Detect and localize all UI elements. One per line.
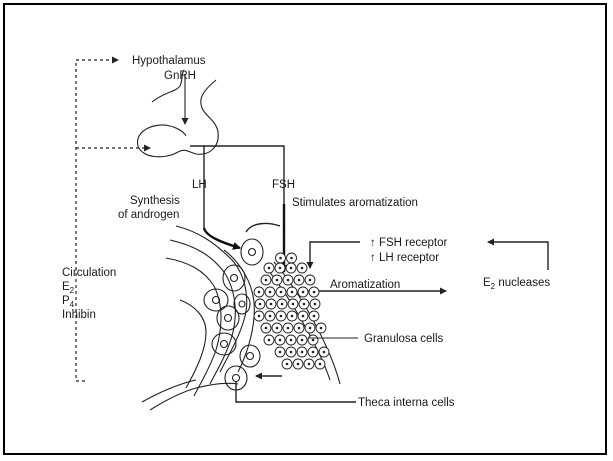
synthesis-label-line1: Synthesis — [130, 195, 180, 207]
granulosa-nucleus — [268, 267, 271, 270]
lh-label: LH — [192, 179, 207, 191]
granulosa-nucleus — [258, 291, 261, 294]
granulosa-nucleus — [292, 303, 295, 306]
granulosa-nucleus — [280, 291, 283, 294]
synthesis-label-line2: of androgen — [118, 209, 179, 221]
granulosa-nucleus — [313, 315, 316, 318]
granulosa-nucleus — [291, 291, 294, 294]
feedback-to-hypothalamus — [76, 60, 118, 381]
granulosa-nucleus — [270, 303, 273, 306]
granulosa-nucleus — [279, 339, 282, 342]
hypothalamus-label: Hypothalamus — [132, 55, 206, 67]
gnrh-label: GnRH — [164, 70, 196, 82]
lh-receptor-label: ↑ LH receptor — [370, 252, 439, 264]
granulosa-nucleus — [323, 351, 326, 354]
theca-interna-pointer — [236, 382, 356, 402]
granulosa-nucleus — [258, 315, 261, 318]
granulosa-nucleus — [279, 267, 282, 270]
granulosa-nucleus — [279, 257, 282, 260]
granulosa-nucleus — [301, 351, 304, 354]
granulosa-nucleus — [269, 315, 272, 318]
granulosa-nucleus — [298, 327, 301, 330]
granulosa-nucleus — [269, 291, 272, 294]
granulosa-nucleus — [280, 315, 283, 318]
circulation-label: Circulation — [62, 267, 116, 279]
granulosa-nucleus — [291, 315, 294, 318]
granulosa-nucleus — [302, 291, 305, 294]
lh-arrow-to-theca — [204, 228, 240, 248]
granulosa-nucleus — [281, 303, 284, 306]
pituitary-outline — [138, 70, 219, 157]
granulosa-cells-label: Granulosa cells — [364, 333, 444, 345]
receptor-bracket-arrow — [310, 242, 360, 268]
granulosa-nucleus — [297, 363, 300, 366]
follicle-wall-outer — [246, 224, 280, 232]
granulosa-nucleus — [268, 339, 271, 342]
granulosa-nucleus — [312, 351, 315, 354]
granulosa-nucleus — [265, 327, 268, 330]
granulosa-nucleus — [290, 257, 293, 260]
granulosa-nucleus — [302, 315, 305, 318]
granulosa-nucleus — [301, 339, 304, 342]
aromatization-label: Aromatization — [330, 279, 400, 291]
granulosa-nucleus — [290, 339, 293, 342]
granulosa-nucleus — [308, 363, 311, 366]
granulosa-nucleus — [309, 279, 312, 282]
granulosa-nucleus — [312, 339, 315, 342]
granulosa-nucleus — [309, 327, 312, 330]
granulosa-nucleus — [290, 351, 293, 354]
granulosa-nucleus — [279, 351, 282, 354]
granulosa-nucleus — [287, 327, 290, 330]
granulosa-nucleus — [301, 267, 304, 270]
granulosa-nucleus — [265, 279, 268, 282]
granulosa-nucleus — [314, 303, 317, 306]
granulosa-nucleus — [286, 363, 289, 366]
stimulates-aromatization-label: Stimulates aromatization — [292, 197, 418, 209]
theca-fibers — [142, 226, 254, 410]
granulosa-nucleus — [276, 279, 279, 282]
theca-interna-label: Theca interna cells — [358, 397, 455, 409]
granulosa-nucleus — [313, 291, 316, 294]
fsh-label: FSH — [272, 179, 295, 191]
p4-label: P4 — [62, 295, 75, 309]
fsh-receptor-label: ↑ FSH receptor — [370, 237, 447, 249]
granulosa-nucleus — [298, 279, 301, 282]
granulosa-nucleus — [276, 327, 279, 330]
e2-nucleases-arrow — [488, 242, 548, 270]
e2-nucleases-label: E2 nucleases — [483, 277, 550, 291]
inhibin-label: Inhibin — [62, 309, 96, 321]
granulosa-nucleus — [259, 303, 262, 306]
granulosa-nucleus — [287, 279, 290, 282]
granulosa-cells-cluster — [254, 253, 329, 369]
granulosa-nucleus — [290, 267, 293, 270]
granulosa-nucleus — [320, 327, 323, 330]
e2-label: E2 — [62, 281, 75, 295]
granulosa-nucleus — [303, 303, 306, 306]
fsh-line — [204, 146, 284, 204]
granulosa-nucleus — [319, 363, 322, 366]
